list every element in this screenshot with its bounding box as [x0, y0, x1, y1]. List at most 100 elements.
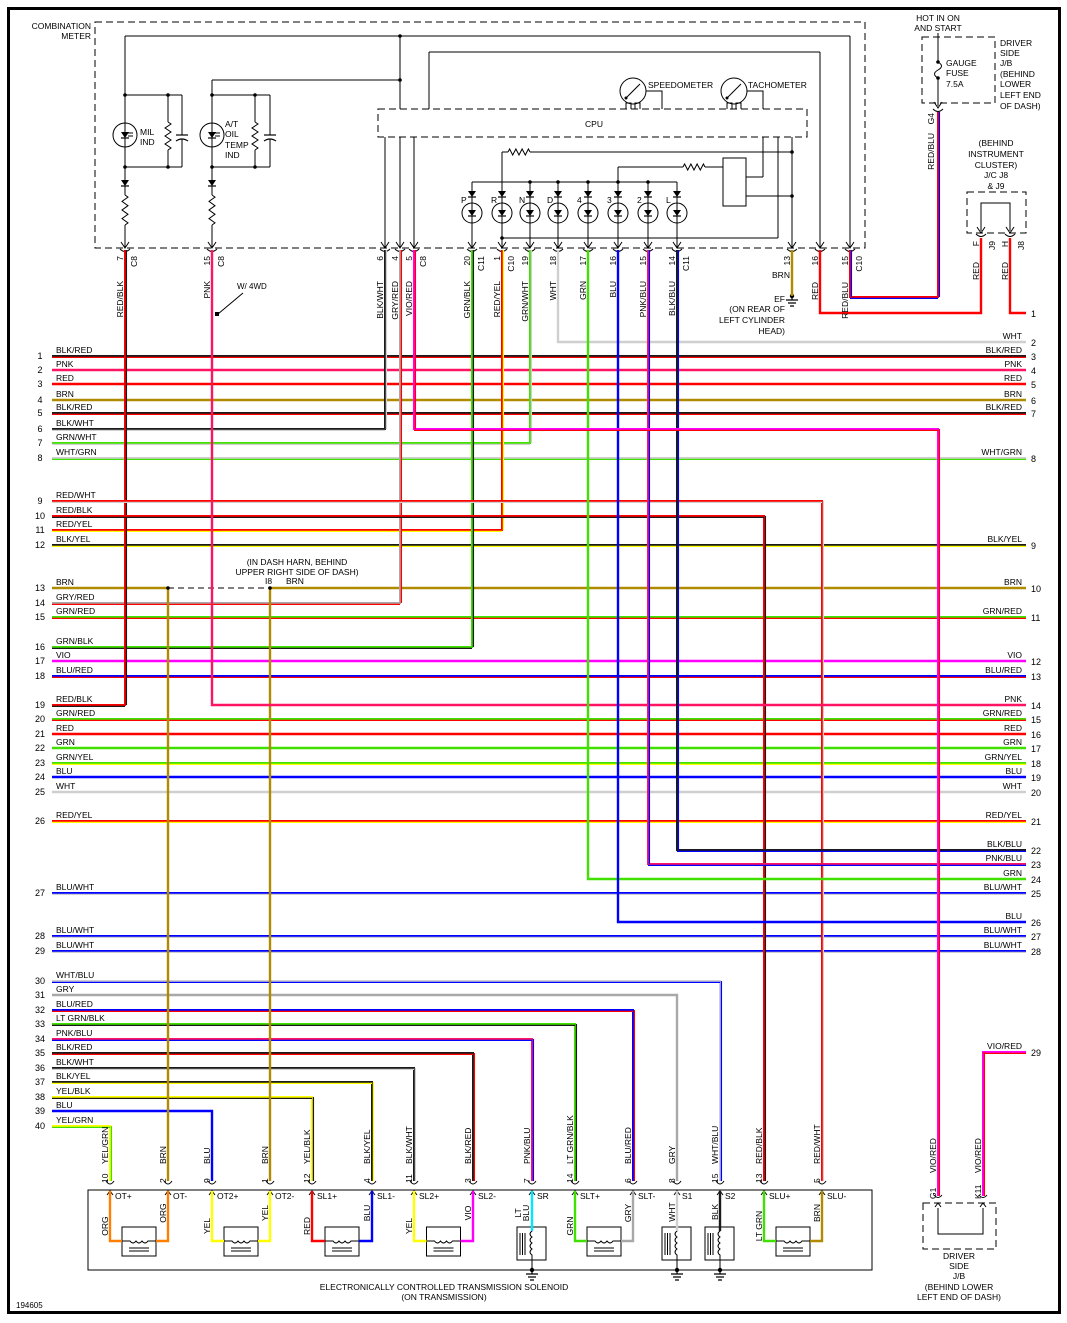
solenoid-terminal-label: S1: [682, 1191, 693, 1201]
solenoid-pin-number: 9: [202, 1178, 212, 1183]
harness-wire: [647, 250, 1026, 867]
harness-left-number: 12: [35, 540, 45, 550]
harness-left-wire-label: BLU: [56, 1100, 73, 1110]
harness-left-wire-label: WHT: [56, 781, 75, 791]
harness-wire: [52, 950, 1026, 954]
diode-icon: [526, 210, 534, 217]
harness-right-number: 3: [1031, 352, 1036, 362]
solenoid-harness-wire-label: LT GRN/BLK: [565, 1115, 575, 1164]
wire-base: [52, 250, 473, 648]
wire-base: [818, 238, 983, 315]
harness-right-wire-label: BLU: [1005, 911, 1022, 921]
harness-left-wire-label: RED: [56, 373, 74, 383]
meter-pin-wire-label: PNK: [202, 281, 212, 299]
harness-left-wire-label: GRN/WHT: [56, 432, 97, 442]
solenoid-harness-wire-label: BLK/WHT: [404, 1126, 414, 1164]
harness-wire: [52, 250, 403, 606]
jb-bottom-location-label: (BEHIND LOWER: [925, 1282, 993, 1292]
power-note: AND START: [914, 23, 961, 33]
wire-base: [210, 1191, 224, 1243]
harness-right-wire-label: BLU: [1005, 766, 1022, 776]
diode-triangle: [554, 191, 562, 197]
harness-left-number: 15: [35, 612, 45, 622]
pin-arrow: [525, 241, 535, 249]
harness-right-wire-label: BLK/BLU: [987, 839, 1022, 849]
harness-right-number: 5: [1031, 380, 1036, 390]
junction-location-label: & J9: [987, 181, 1004, 191]
solenoid-coil: [717, 1227, 721, 1270]
harness-right-number: 29: [1031, 1048, 1041, 1058]
splice-location-label: (IN DASH HARN, BEHIND: [247, 557, 348, 567]
solenoid-internal-wire: [573, 1191, 587, 1243]
wire-base: [1008, 238, 1026, 315]
solenoid-coil: [529, 1227, 533, 1270]
solenoid-internal-wire-label: VIO: [463, 1205, 473, 1220]
diode-triangle: [208, 132, 216, 138]
junction-pin-icon: [1004, 226, 1016, 237]
pin-arrow: [409, 241, 419, 249]
harness-wire: [676, 250, 1026, 853]
shift-indicator-icon: [461, 202, 483, 224]
solenoid-core: [664, 1233, 671, 1255]
harness-wire: [52, 616, 1026, 620]
diode-icon: [208, 132, 216, 139]
solenoid-internal-wire: [310, 1191, 325, 1243]
harness-left-number: 26: [35, 816, 45, 826]
solenoid-internal-wire: [210, 1191, 224, 1243]
diagram-frame: [7, 7, 1061, 1314]
diode-triangle: [673, 191, 681, 197]
jb-bottom-location-label: LEFT END OF DASH): [917, 1292, 1001, 1302]
solenoid-internal-wire-label: BLU: [362, 1205, 372, 1222]
harness-wire: [52, 515, 767, 1181]
harness-wire: [52, 993, 679, 1181]
pin-arrow: [120, 241, 130, 249]
shift-indicator-icon: [547, 202, 569, 224]
harness-right-wire-label: WHT: [1003, 781, 1022, 791]
wire-base: [52, 250, 401, 604]
harness-right-wire-label: BRN: [1004, 389, 1022, 399]
harness-left-number: 4: [37, 395, 42, 405]
pin-arrow: [583, 241, 593, 249]
splice-location-label: UPPER RIGHT SIDE OF DASH): [235, 567, 358, 577]
junction-connector-label: J8: [1016, 241, 1026, 250]
pin-socket: [527, 1180, 537, 1185]
pin-socket: [715, 1180, 725, 1185]
meter-pin-number: 14: [667, 256, 677, 266]
harness-left-number: 22: [35, 743, 45, 753]
solenoid-title: ELECTRONICALLY CONTROLLED TRANSMISSION S…: [320, 1282, 568, 1292]
harness-right-number: 8: [1031, 454, 1036, 464]
diode-icon: [584, 210, 592, 217]
pin-arrow: [845, 241, 855, 249]
gauge-needle-pivot: [725, 96, 729, 100]
diode-triangle: [644, 210, 652, 216]
harness-wire: [52, 250, 475, 650]
harness-wire: [52, 1052, 476, 1181]
harness-left-wire-label: GRN/RED: [56, 708, 95, 718]
solenoid-subtitle: (ON TRANSMISSION): [401, 1292, 486, 1302]
linear-solenoid-icon: [324, 1226, 360, 1257]
shift-position-label: D: [547, 195, 553, 205]
solenoid-internal-wire-label: YEL: [202, 1218, 212, 1234]
jb-bottom-location-label: J/B: [953, 1271, 966, 1281]
harness-left-number: 7: [37, 438, 42, 448]
solenoid-internal-wire: [258, 1191, 272, 1243]
at-oil-temp-indicator-icon: [199, 122, 225, 148]
harness-left-number: 13: [35, 583, 45, 593]
diode-triangle: [208, 180, 216, 186]
solenoid-harness-wire-label: BLK/YEL: [362, 1129, 372, 1164]
annotation-arrow-head: [215, 312, 219, 316]
solenoid-internal-wire-label: YEL: [260, 1205, 270, 1221]
harness-left-number: 39: [35, 1106, 45, 1116]
harness-left-number: 14: [35, 598, 45, 608]
junction-pin-label: F: [971, 241, 981, 246]
fuse-pin-label: G4: [926, 113, 936, 125]
junction-dot: [210, 165, 214, 169]
wire-base: [52, 250, 386, 430]
combination-meter-box: [94, 21, 866, 249]
harness-right-number: 11: [1031, 613, 1040, 623]
harness-right-wire-label: GRN: [1003, 868, 1022, 878]
harness-left-wire-label: RED: [56, 723, 74, 733]
harness-left-number: 31: [35, 990, 45, 1000]
wire-base: [52, 1009, 634, 1181]
pin-arrow: [976, 226, 986, 234]
